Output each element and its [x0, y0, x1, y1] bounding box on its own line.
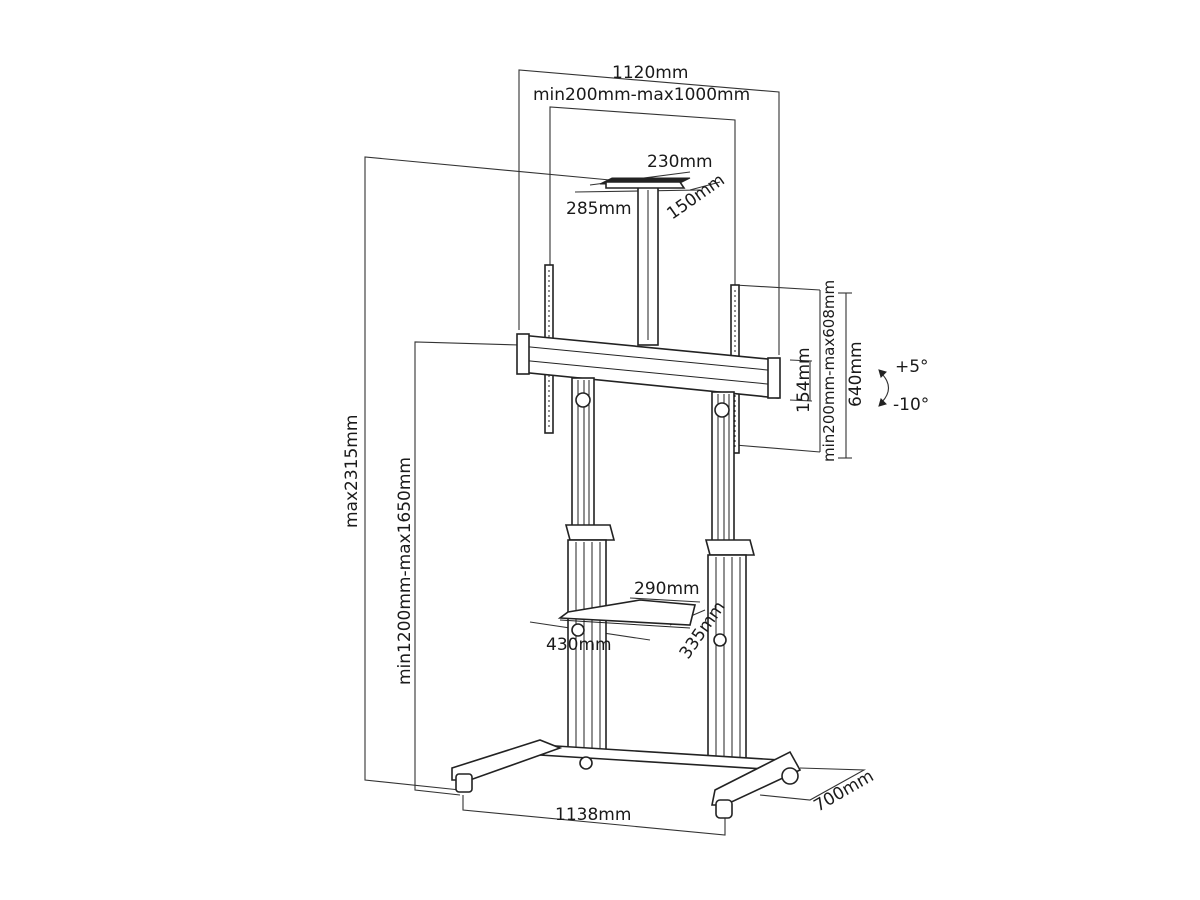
- label-top-plate-front: 285mm: [566, 199, 632, 219]
- label-crossbar-height: 154mm: [794, 347, 814, 413]
- tilt-arrow-icon: [881, 373, 890, 403]
- label-base-depth: 700mm: [811, 766, 878, 816]
- label-center-height: min1200mm-max1650mm: [395, 457, 415, 685]
- left-foot: [451, 739, 563, 781]
- label-vesa-range: min200mm-max1000mm: [533, 85, 750, 105]
- label-base-width: 1138mm: [555, 805, 631, 825]
- label-shelf-width: 290mm: [634, 579, 700, 599]
- crossbar-right-cap: [767, 357, 781, 399]
- dimension-labels: 1120mm min200mm-max1000mm 230mm 285mm 15…: [342, 63, 929, 825]
- right-foot: [711, 750, 802, 806]
- label-vertical-vesa: min200mm-max608mm: [820, 280, 838, 462]
- label-top-plate-width: 230mm: [647, 152, 713, 172]
- left-collar: [564, 524, 616, 541]
- right-collar: [704, 539, 756, 556]
- stand-body: [451, 177, 802, 819]
- label-max-height: max2315mm: [342, 415, 362, 528]
- shelf: [557, 599, 697, 626]
- crossbar-left-cap: [516, 333, 530, 375]
- label-bracket-height: 640mm: [846, 341, 866, 407]
- label-overall-width: 1120mm: [612, 63, 688, 83]
- label-tilt-down: -10°: [893, 395, 929, 415]
- label-shelf-front: 430mm: [546, 635, 612, 655]
- label-tilt-up: +5°: [895, 357, 929, 377]
